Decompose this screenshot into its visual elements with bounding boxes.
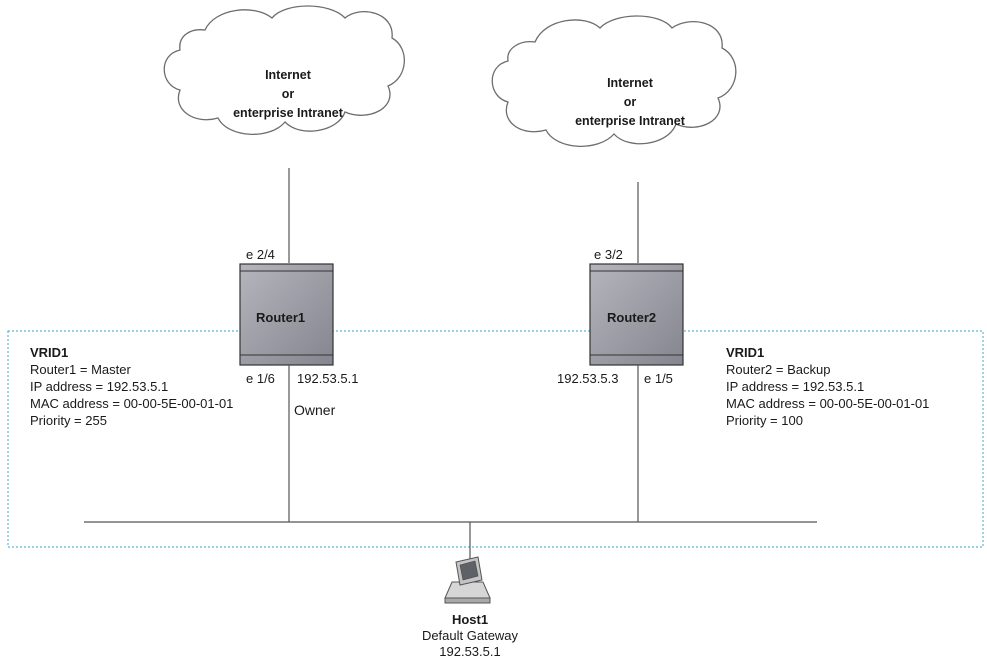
vrid-info-router2: VRID1 Router2 = Backup IP address = 192.… — [726, 344, 929, 429]
host-gateway-label: Default Gateway — [421, 628, 519, 643]
host-label: Host1 Default Gateway 192.53.5.1 — [400, 612, 540, 660]
vrid-title-2: VRID1 — [726, 345, 765, 360]
router2-name: Router2 — [607, 310, 657, 325]
desktop-computer-icon — [444, 556, 491, 604]
router1-lower-port: e 1/6 — [246, 371, 275, 386]
host-name: Host1 — [451, 612, 489, 627]
router2-upper-port: e 3/2 — [594, 247, 623, 262]
cloud-2-line-3: enterprise Intranet — [575, 114, 685, 128]
router2-lower-port: e 1/5 — [644, 371, 673, 386]
cloud-1-icon — [163, 5, 405, 135]
cloud-1-line-1: Internet — [265, 68, 311, 82]
cloud-1-label: Internet or enterprise Intranet — [218, 66, 358, 123]
cloud-2-icon — [491, 15, 737, 147]
router2-icon — [589, 263, 684, 366]
cloud-2-line-1: Internet — [607, 76, 653, 90]
vrid1-ip: IP address = 192.53.5.1 — [30, 379, 169, 394]
cloud-2-line-2: or — [623, 95, 637, 109]
router1-name: Router1 — [256, 310, 306, 325]
vrid2-role: Router2 = Backup — [726, 362, 831, 377]
router2-ip: 192.53.5.3 — [557, 371, 619, 386]
cloud-2-label: Internet or enterprise Intranet — [560, 74, 700, 131]
router1-icon — [239, 263, 334, 366]
vrid2-ip: IP address = 192.53.5.1 — [726, 379, 865, 394]
router1-ip: 192.53.5.1 — [297, 371, 359, 386]
cloud-1-line-2: or — [281, 87, 295, 101]
vrid-title-1: VRID1 — [30, 345, 69, 360]
vrid1-mac: MAC address = 00-00-5E-00-01-01 — [30, 396, 234, 411]
host-gateway-ip: 192.53.5.1 — [439, 644, 501, 659]
router1-role-note: Owner — [294, 402, 336, 418]
vrid2-mac: MAC address = 00-00-5E-00-01-01 — [726, 396, 930, 411]
vrid-info-router1: VRID1 Router1 = Master IP address = 192.… — [30, 344, 233, 429]
vrid2-priority: Priority = 100 — [726, 413, 803, 428]
cloud-1-line-3: enterprise Intranet — [233, 106, 343, 120]
vrid1-role: Router1 = Master — [30, 362, 131, 377]
vrid1-priority: Priority = 255 — [30, 413, 107, 428]
router1-upper-port: e 2/4 — [246, 247, 275, 262]
vrid-group-box — [7, 330, 984, 548]
